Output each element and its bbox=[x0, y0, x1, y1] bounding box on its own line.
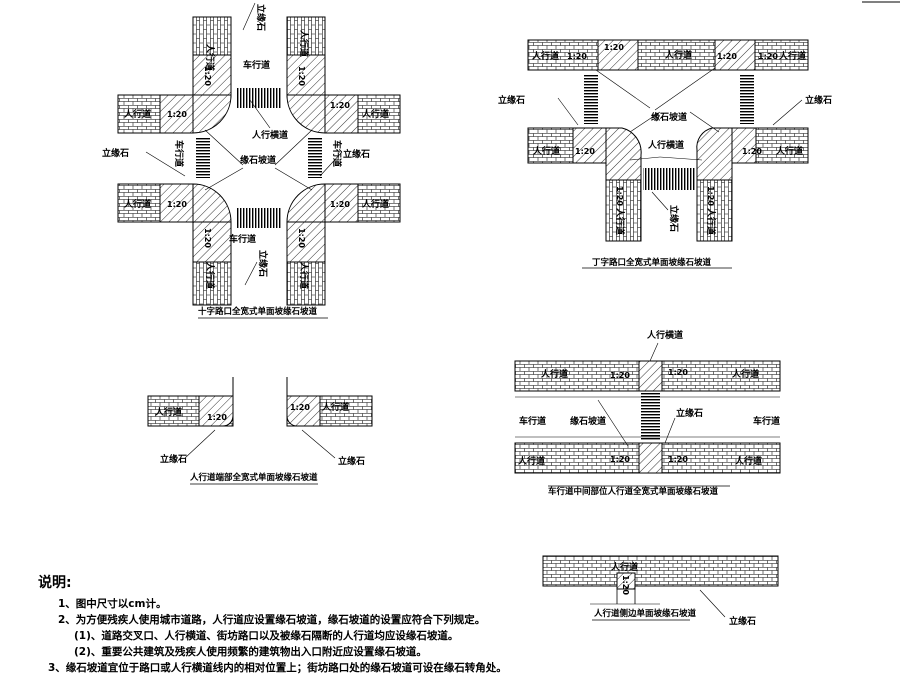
midblock-caption: 车行道中间部位人行道全宽式单面坡缘石坡道 bbox=[548, 486, 719, 497]
midblock-slope-ratio: 1:20 bbox=[668, 368, 688, 377]
midblock-curb-ramp-label: 缘石坡道 bbox=[570, 415, 606, 427]
crossroad-slope-ratio: 1:20 bbox=[167, 110, 187, 119]
midblock-upright-curb-label: 立缘石 bbox=[676, 407, 703, 419]
t-junction-slope-ratio: 1:20 bbox=[758, 52, 778, 61]
crossroad-upright-curb-label: 立缘石 bbox=[343, 148, 370, 160]
crossroad-sidewalk-label: 人行道 bbox=[204, 43, 216, 71]
crossroad-sidewalk-label: 人行道 bbox=[298, 261, 310, 289]
note-item: 1、图中尺寸以cm计。 bbox=[58, 598, 167, 610]
midblock-slope-ratio: 1:20 bbox=[610, 371, 630, 380]
crossroad-upright-curb-label: 立缘石 bbox=[102, 147, 129, 159]
t-junction-sidewalk-label: 人行道 bbox=[614, 207, 626, 235]
notes-heading: 说明: bbox=[38, 575, 72, 591]
crossroad-carriageway-label: 车行道 bbox=[331, 140, 343, 167]
crossroad-slope-ratio: 1:20 bbox=[330, 200, 350, 209]
t-junction-sidewalk-label: 人行道 bbox=[778, 50, 806, 62]
sidewalk-end-upright-curb-label: 立缘石 bbox=[160, 453, 187, 465]
crossroad-slope-ratio: 1:20 bbox=[297, 228, 306, 248]
crossroad-curb-ramp-label: 缘石坡道 bbox=[240, 154, 276, 166]
t-junction-sidewalk-label: 人行道 bbox=[664, 49, 692, 61]
crossroad-carriageway-label: 车行道 bbox=[173, 140, 185, 167]
note-item: (2)、重要公共建筑及残疾人使用频繁的建筑物出入口附近应设置缘石坡道。 bbox=[74, 646, 427, 658]
notes-section: 说明: 1、图中尺寸以cm计。 2、为方便残疾人使用城市道路，人行道应设置缘石坡… bbox=[38, 572, 888, 676]
sidewalk-end-sidewalk-label: 人行道 bbox=[154, 406, 182, 418]
midblock-carriageway-label: 车行道 bbox=[753, 415, 780, 427]
t-junction-curb-ramp-label: 缘石坡道 bbox=[651, 111, 687, 123]
crossroad-diagram bbox=[117, 2, 401, 319]
crossroad-slope-ratio: 1:20 bbox=[297, 66, 306, 86]
midblock-slope-ratio: 1:20 bbox=[610, 455, 630, 464]
t-junction-crosswalk-label: 人行横道 bbox=[647, 139, 684, 151]
t-junction-upright-curb-label: 立缘石 bbox=[668, 205, 680, 232]
crossroad-sidewalk-label: 人行道 bbox=[361, 108, 389, 120]
t-junction-upright-curb-label: 立缘石 bbox=[805, 94, 832, 106]
crossroad-upright-curb-label: 立缘石 bbox=[255, 4, 267, 31]
crossroad-carriageway-label: 车行道 bbox=[229, 233, 256, 245]
t-junction-slope-ratio: 1:20 bbox=[717, 52, 737, 61]
sidewalk-end-diagram bbox=[147, 377, 373, 485]
t-junction-sidewalk-label: 人行道 bbox=[531, 50, 559, 62]
sidewalk-end-slope-ratio: 1:20 bbox=[290, 403, 310, 412]
crossroad-carriageway-label: 车行道 bbox=[243, 59, 270, 71]
sidewalk-end-caption: 人行道端部全宽式单面坡缘石坡道 bbox=[190, 472, 318, 483]
midblock-sidewalk-label: 人行道 bbox=[731, 368, 759, 380]
t-junction-upright-curb-label: 立缘石 bbox=[498, 94, 525, 106]
crossroad-sidewalk-label: 人行道 bbox=[123, 198, 151, 210]
midblock-sidewalk-label: 人行道 bbox=[517, 455, 545, 467]
t-junction-sidewalk-label: 人行道 bbox=[705, 207, 717, 235]
note-item: (1)、道路交叉口、人行横道、街坊路口以及被缘石隔断的人行道均应设缘石坡道。 bbox=[74, 630, 459, 642]
t-junction-slope-ratio: 1:20 bbox=[575, 147, 595, 156]
midblock-diagram bbox=[514, 342, 781, 487]
crossroad-slope-ratio: 1:20 bbox=[203, 66, 212, 86]
sidewalk-side-sidewalk-label: 人行道 bbox=[610, 561, 638, 573]
midblock-slope-ratio: 1:20 bbox=[668, 455, 688, 464]
t-junction-slope-ratio: 1:20 bbox=[567, 52, 587, 61]
crossroad-slope-ratio: 1:20 bbox=[203, 228, 212, 248]
t-junction-sidewalk-label: 人行道 bbox=[775, 145, 803, 157]
sidewalk-side-upright-curb-label: 立缘石 bbox=[729, 615, 756, 627]
midblock-sidewalk-label: 人行道 bbox=[734, 455, 762, 467]
crossroad-sidewalk-label: 人行道 bbox=[204, 261, 216, 289]
t-junction-slope-ratio: 1:20 bbox=[615, 186, 624, 206]
sidewalk-end-sidewalk-label: 人行道 bbox=[321, 401, 349, 413]
sidewalk-end-upright-curb-label: 立缘石 bbox=[338, 455, 365, 467]
sidewalk-side-diagram bbox=[542, 555, 779, 621]
sidewalk-side-caption: 人行道侧边单面坡缘石坡道 bbox=[594, 608, 697, 619]
t-junction-slope-ratio: 1:20 bbox=[604, 43, 624, 52]
crossroad-sidewalk-label: 人行道 bbox=[123, 108, 151, 120]
note-item: 3、缘石坡道宜位于路口或人行横道线内的相对位置上；街坊路口处的缘石坡道可设在缘石… bbox=[48, 662, 507, 674]
sidewalk-end-slope-ratio: 1:20 bbox=[207, 413, 227, 422]
note-item: 2、为方便残疾人使用城市道路，人行道应设置缘石坡道，缘石坡道的设置应符合下列规定… bbox=[58, 614, 486, 626]
t-junction-slope-ratio: 1:20 bbox=[706, 186, 715, 206]
crossroad-slope-ratio: 1:20 bbox=[330, 101, 350, 110]
crossroad-crosswalk-label: 人行横道 bbox=[251, 129, 288, 141]
crossroad-slope-ratio: 1:20 bbox=[167, 200, 187, 209]
midblock-sidewalk-label: 人行道 bbox=[540, 368, 568, 380]
sidewalk-side-slope-ratio: 1:20 bbox=[621, 575, 630, 595]
crossroad-sidewalk-label: 人行道 bbox=[298, 29, 310, 57]
t-junction-slope-ratio: 1:20 bbox=[742, 147, 762, 156]
t-junction-diagram bbox=[527, 39, 809, 269]
t-junction-caption: 丁字路口全宽式单面坡缘石坡道 bbox=[592, 257, 712, 268]
midblock-carriageway-label: 车行道 bbox=[519, 415, 546, 427]
crossroad-sidewalk-label: 人行道 bbox=[361, 198, 389, 210]
midblock-crosswalk-label: 人行横道 bbox=[646, 329, 683, 341]
crossroad-caption: 十字路口全宽式单面坡缘石坡道 bbox=[198, 306, 318, 317]
crossroad-upright-curb-label: 立缘石 bbox=[257, 250, 269, 277]
t-junction-sidewalk-label: 人行道 bbox=[532, 145, 560, 157]
